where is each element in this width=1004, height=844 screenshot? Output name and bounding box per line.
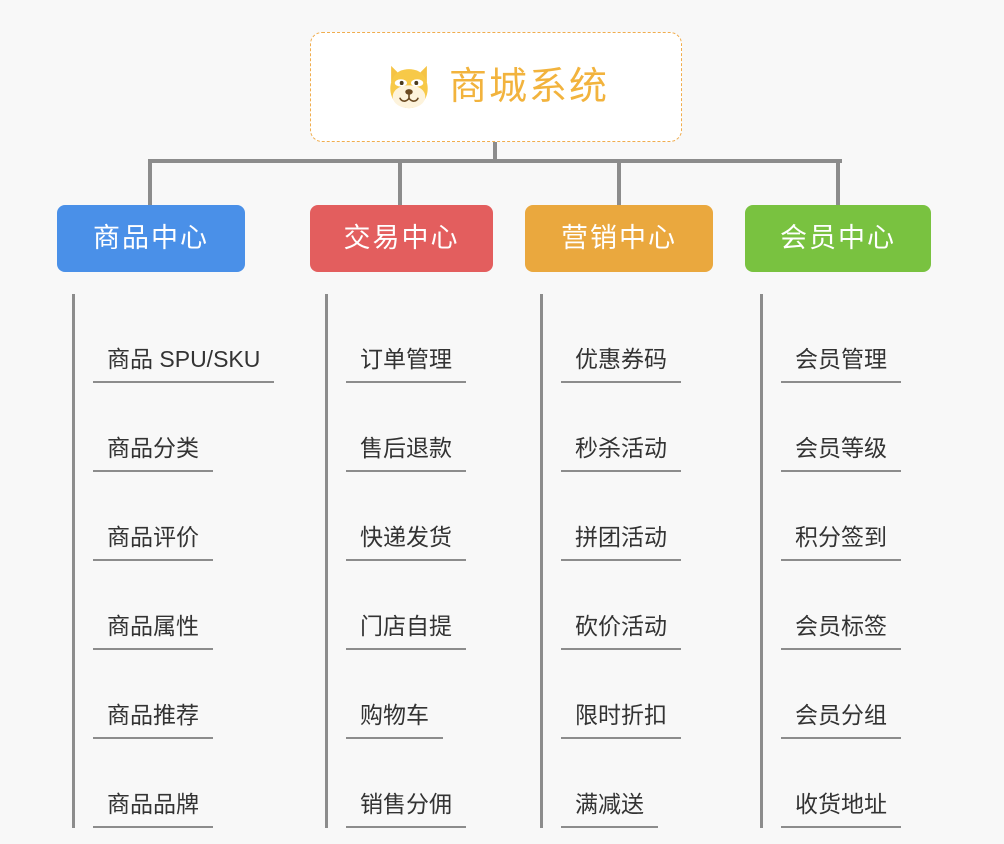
connector-drop-4 [836, 159, 840, 207]
list-item[interactable]: 优惠券码 [543, 294, 713, 383]
leaf-list-member-center: 会员管理 会员等级 积分签到 会员标签 会员分组 收货地址 [760, 294, 931, 828]
leaf-label: 销售分佣 [346, 791, 466, 828]
leaf-label: 商品推荐 [93, 702, 213, 739]
list-item[interactable]: 商品推荐 [75, 650, 245, 739]
list-item[interactable]: 会员标签 [763, 561, 931, 650]
leaf-label: 限时折扣 [561, 702, 681, 739]
list-item[interactable]: 门店自提 [328, 561, 493, 650]
list-item[interactable]: 商品品牌 [75, 739, 245, 828]
list-item[interactable]: 拼团活动 [543, 472, 713, 561]
list-item[interactable]: 销售分佣 [328, 739, 493, 828]
leaf-label: 购物车 [346, 702, 443, 739]
list-item[interactable]: 会员分组 [763, 650, 931, 739]
leaf-list-marketing-center: 优惠券码 秒杀活动 拼团活动 砍价活动 限时折扣 满减送 [540, 294, 713, 828]
leaf-label: 商品品牌 [93, 791, 213, 828]
branch-header-marketing-center[interactable]: 营销中心 [525, 205, 713, 272]
connector-horizontal-bus [148, 159, 842, 163]
list-item[interactable]: 砍价活动 [543, 561, 713, 650]
root-node[interactable]: 商城系统 [310, 32, 682, 142]
leaf-label: 门店自提 [346, 613, 466, 650]
leaf-label: 会员标签 [781, 613, 901, 650]
leaf-label: 商品 SPU/SKU [93, 346, 275, 383]
list-item[interactable]: 会员管理 [763, 294, 931, 383]
branch-member-center: 会员中心 会员管理 会员等级 积分签到 会员标签 会员分组 收货地址 [745, 205, 931, 844]
list-item[interactable]: 商品分类 [75, 383, 245, 472]
branch-header-member-center[interactable]: 会员中心 [745, 205, 931, 272]
branch-marketing-center: 营销中心 优惠券码 秒杀活动 拼团活动 砍价活动 限时折扣 满减送 [525, 205, 713, 844]
list-item[interactable]: 商品评价 [75, 472, 245, 561]
list-item[interactable]: 限时折扣 [543, 650, 713, 739]
list-item[interactable]: 满减送 [543, 739, 713, 828]
connector-drop-3 [617, 159, 621, 207]
list-item[interactable]: 收货地址 [763, 739, 931, 828]
leaf-label: 会员分组 [781, 702, 901, 739]
leaf-label: 售后退款 [346, 435, 466, 472]
leaf-list-trade-center: 订单管理 售后退款 快递发货 门店自提 购物车 销售分佣 [325, 294, 493, 828]
connector-drop-2 [398, 159, 402, 207]
leaf-label: 拼团活动 [561, 524, 681, 561]
list-item[interactable]: 快递发货 [328, 472, 493, 561]
list-item[interactable]: 会员等级 [763, 383, 931, 472]
leaf-label: 积分签到 [781, 524, 901, 561]
leaf-list-product-center: 商品 SPU/SKU 商品分类 商品评价 商品属性 商品推荐 商品品牌 [72, 294, 275, 828]
leaf-label: 会员管理 [781, 346, 901, 383]
branch-header-product-center[interactable]: 商品中心 [57, 205, 245, 272]
leaf-label: 收货地址 [781, 791, 901, 828]
leaf-label: 优惠券码 [561, 346, 681, 383]
branch-product-center: 商品中心 商品 SPU/SKU 商品分类 商品评价 商品属性 商品推荐 商品品牌 [57, 205, 275, 844]
leaf-label: 商品分类 [93, 435, 213, 472]
list-item[interactable]: 订单管理 [328, 294, 493, 383]
connector-drop-1 [148, 159, 152, 207]
list-item[interactable]: 积分签到 [763, 472, 931, 561]
connector-root-stem [493, 142, 497, 163]
list-item[interactable]: 秒杀活动 [543, 383, 713, 472]
root-title: 商城系统 [448, 66, 609, 108]
leaf-label: 砍价活动 [561, 613, 681, 650]
list-item[interactable]: 售后退款 [328, 383, 493, 472]
leaf-label: 秒杀活动 [561, 435, 681, 472]
leaf-label: 商品评价 [93, 524, 213, 561]
shiba-dog-face-icon [390, 65, 428, 109]
leaf-label: 快递发货 [346, 524, 466, 561]
leaf-label: 满减送 [561, 791, 658, 828]
branch-trade-center: 交易中心 订单管理 售后退款 快递发货 门店自提 购物车 销售分佣 [310, 205, 493, 844]
branch-header-trade-center[interactable]: 交易中心 [310, 205, 493, 272]
leaf-label: 商品属性 [93, 613, 213, 650]
leaf-label: 订单管理 [346, 346, 466, 383]
list-item[interactable]: 商品属性 [75, 561, 245, 650]
leaf-label: 会员等级 [781, 435, 901, 472]
list-item[interactable]: 商品 SPU/SKU [75, 294, 275, 383]
list-item[interactable]: 购物车 [328, 650, 493, 739]
